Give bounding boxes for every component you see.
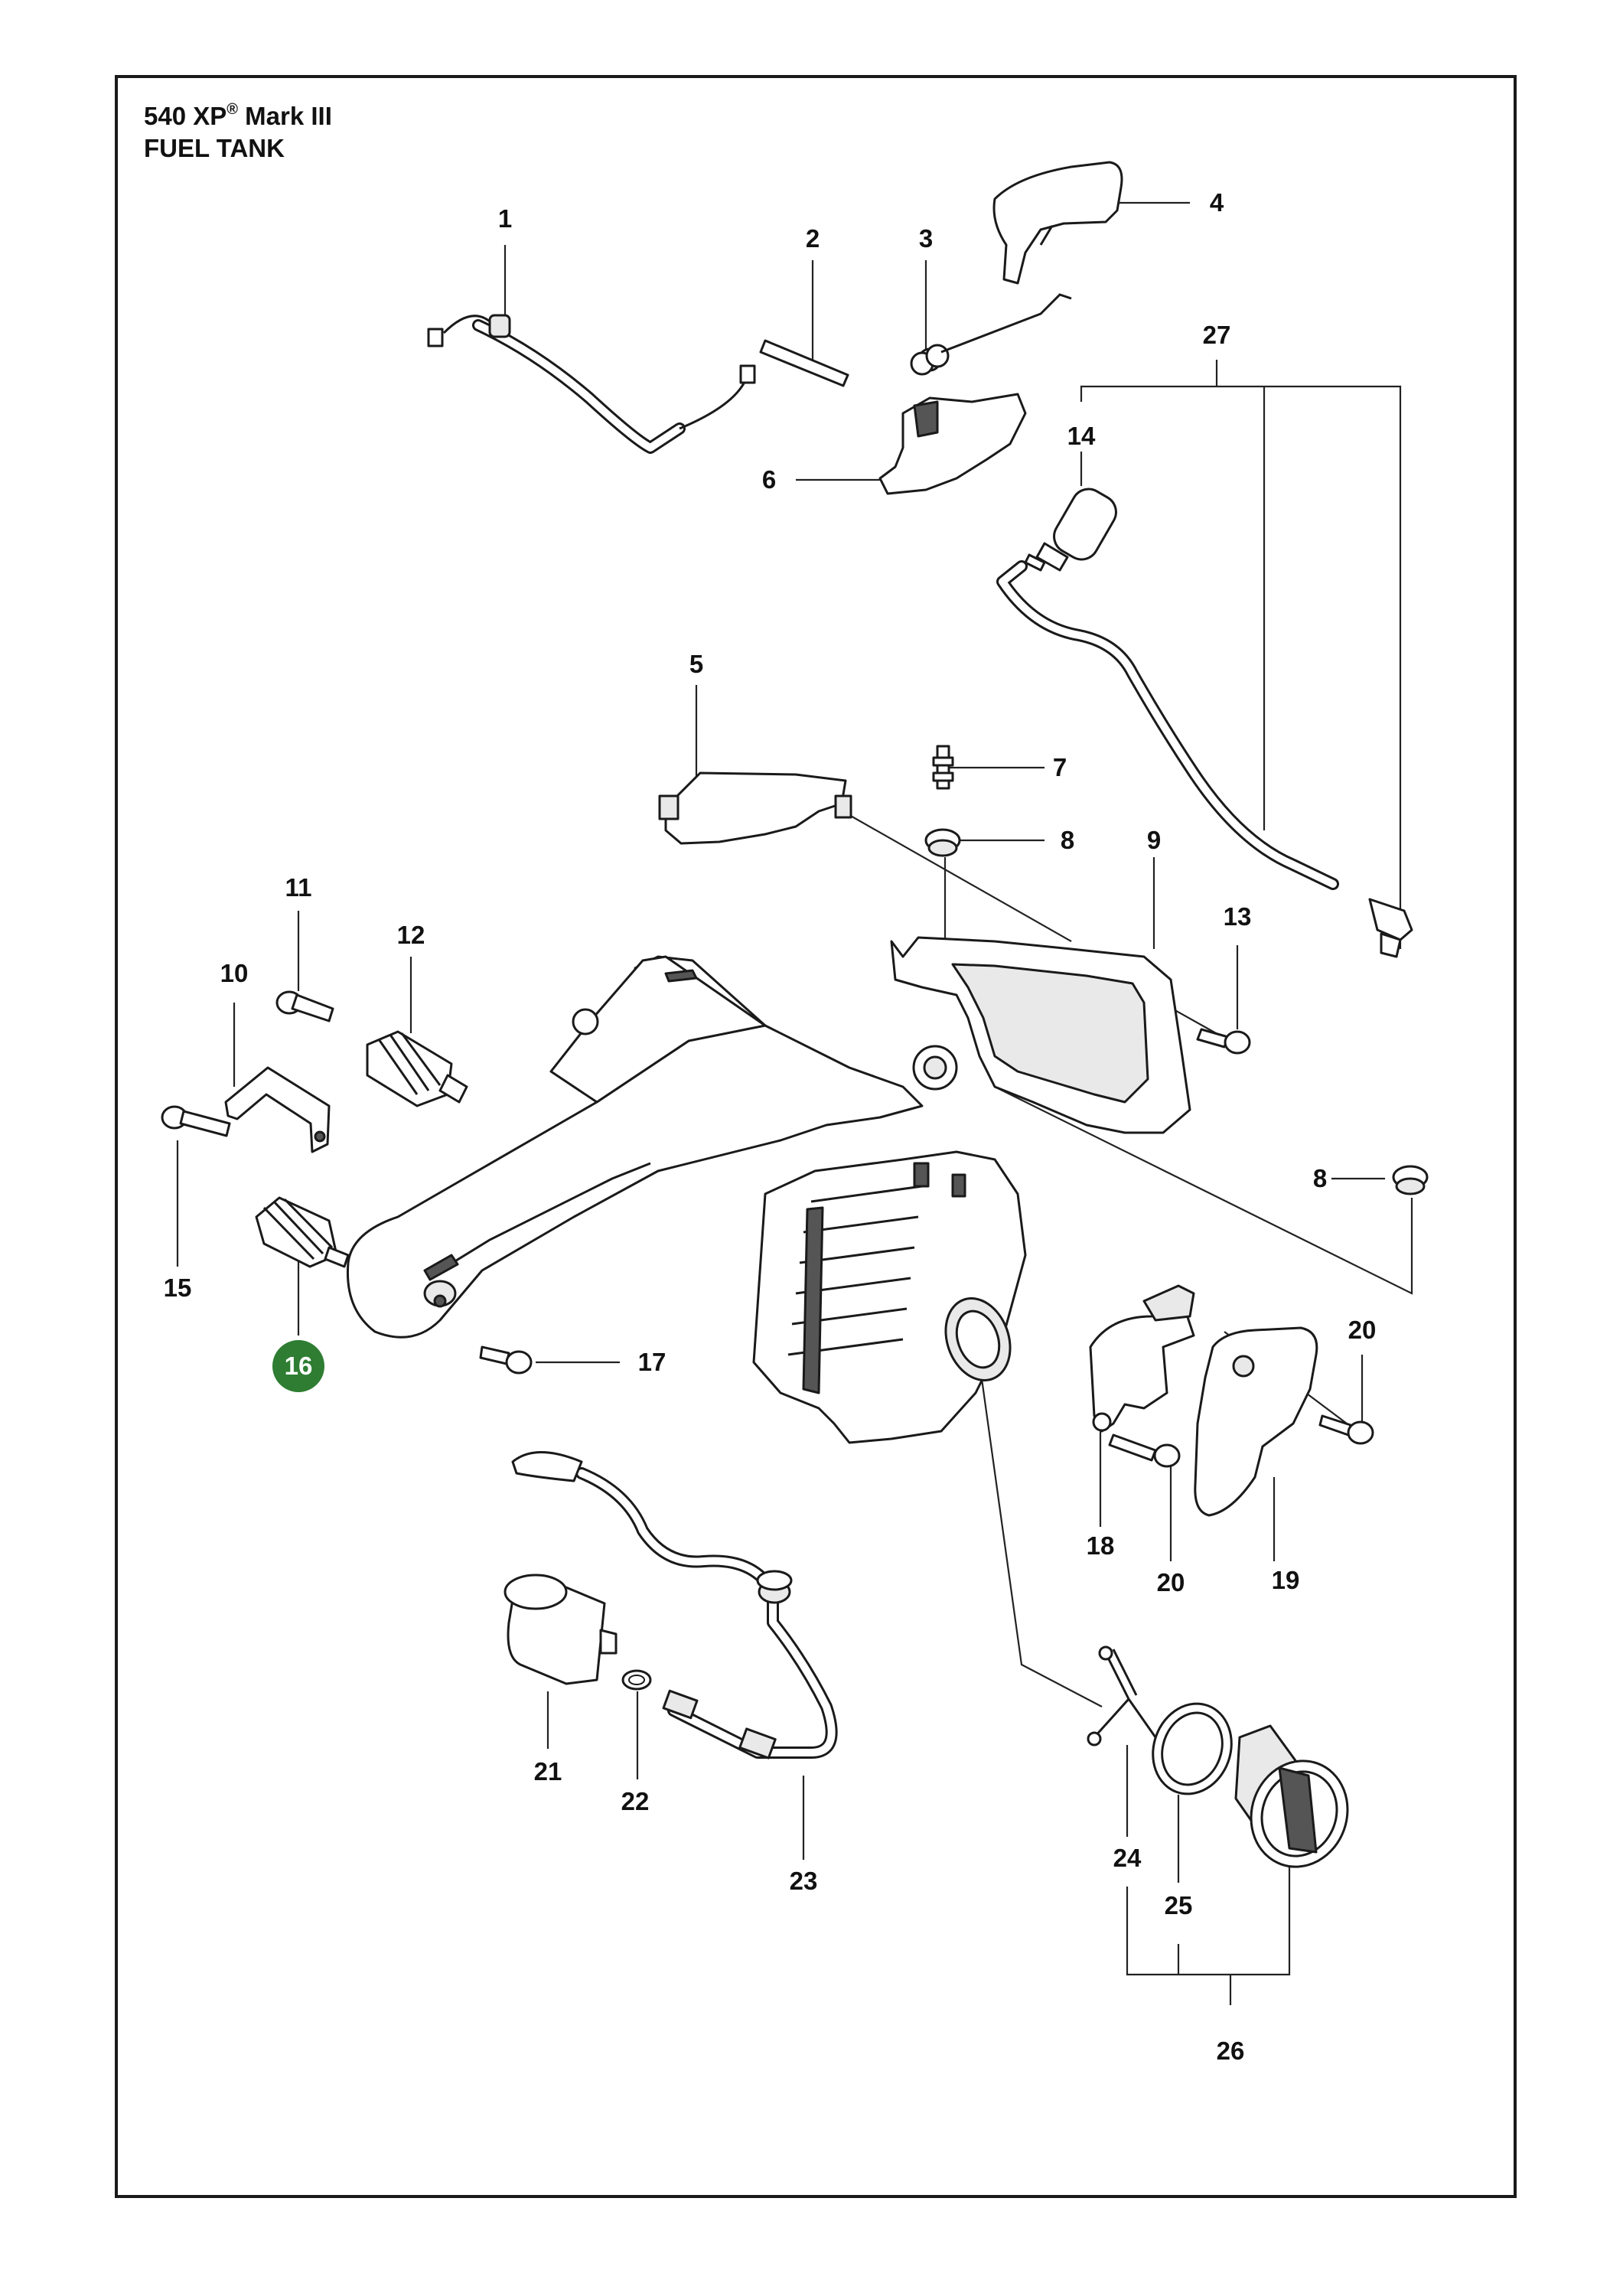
part-4-throttle-lockout bbox=[992, 161, 1123, 285]
section-title: FUEL TANK bbox=[144, 134, 285, 162]
part-17-screw bbox=[479, 1345, 533, 1375]
part-23-fuel-hose bbox=[511, 1451, 838, 1760]
callout-part-13[interactable]: 13 bbox=[1223, 902, 1252, 931]
callout-part-18[interactable]: 18 bbox=[1086, 1531, 1115, 1560]
part-26-fuel-cap bbox=[1234, 1724, 1349, 1868]
diagram-title: 540 XP® Mark III FUEL TANK bbox=[144, 93, 332, 165]
callout-part-22[interactable]: 22 bbox=[621, 1787, 650, 1815]
callout-part-8-lower[interactable]: 8 bbox=[1312, 1164, 1328, 1192]
part-1-wire-harness bbox=[427, 314, 756, 454]
callout-part-11[interactable]: 11 bbox=[285, 873, 312, 902]
part-21-fuel-filter bbox=[504, 1574, 618, 1685]
part-16-av-spring bbox=[255, 1196, 350, 1268]
part-3-spring bbox=[910, 293, 1072, 376]
callout-part-1[interactable]: 1 bbox=[497, 204, 513, 233]
callout-part-3[interactable]: 3 bbox=[918, 224, 934, 253]
callout-part-12[interactable]: 12 bbox=[396, 921, 425, 949]
callout-part-10[interactable]: 10 bbox=[220, 959, 249, 987]
model-name: 540 XP bbox=[144, 102, 227, 130]
callout-part-16-highlighted[interactable]: 16 bbox=[272, 1340, 324, 1392]
callout-part-5[interactable]: 5 bbox=[689, 650, 704, 678]
part-27-fuel-hose bbox=[996, 560, 1413, 958]
diagram-frame bbox=[115, 75, 1517, 2198]
callout-part-20-upper[interactable]: 20 bbox=[1348, 1316, 1377, 1344]
callout-part-26[interactable]: 26 bbox=[1216, 2037, 1245, 2065]
part-9-fuel-tank-main bbox=[346, 936, 1191, 1444]
registered-mark: ® bbox=[227, 101, 238, 118]
part-7-nipple bbox=[932, 745, 954, 790]
callout-part-7[interactable]: 7 bbox=[1052, 753, 1067, 781]
part-22-clip bbox=[621, 1669, 652, 1691]
callout-part-27[interactable]: 27 bbox=[1202, 321, 1231, 349]
part-12-av-element bbox=[366, 1030, 468, 1107]
part-11-screw bbox=[275, 990, 334, 1022]
callout-part-24[interactable]: 24 bbox=[1113, 1844, 1142, 1872]
part-6-throttle-trigger bbox=[878, 393, 1027, 495]
callout-part-19[interactable]: 19 bbox=[1271, 1566, 1300, 1594]
callout-part-23[interactable]: 23 bbox=[789, 1867, 818, 1895]
part-14-vent-valve bbox=[1024, 488, 1117, 572]
callout-part-2[interactable]: 2 bbox=[805, 224, 820, 253]
model-suffix: Mark III bbox=[245, 102, 332, 130]
part-15-screw bbox=[161, 1105, 231, 1137]
part-18-switch bbox=[1089, 1284, 1195, 1433]
part-25-o-ring bbox=[1152, 1702, 1233, 1795]
callout-part-14[interactable]: 14 bbox=[1067, 422, 1096, 450]
part-20-screw-upper bbox=[1318, 1414, 1374, 1445]
part-8-grommet-lower bbox=[1392, 1165, 1429, 1195]
callout-part-9[interactable]: 9 bbox=[1146, 826, 1162, 854]
callout-part-8-upper[interactable]: 8 bbox=[1060, 826, 1075, 854]
callout-part-21[interactable]: 21 bbox=[533, 1757, 562, 1786]
callout-part-15[interactable]: 15 bbox=[163, 1274, 192, 1302]
part-20-screw-lower bbox=[1108, 1433, 1181, 1468]
callout-part-17[interactable]: 17 bbox=[637, 1348, 666, 1376]
model-line: 540 XP® Mark III bbox=[144, 93, 332, 132]
part-5-plate bbox=[658, 771, 852, 845]
part-10-bracket bbox=[224, 1066, 331, 1153]
callout-part-6[interactable]: 6 bbox=[761, 465, 777, 494]
part-13-screw bbox=[1196, 1028, 1251, 1055]
callout-part-4[interactable]: 4 bbox=[1209, 188, 1224, 217]
part-2-pin bbox=[759, 339, 849, 387]
part-8-grommet-upper bbox=[924, 828, 961, 857]
callout-part-25[interactable]: 25 bbox=[1164, 1891, 1193, 1919]
callout-part-20-lower[interactable]: 20 bbox=[1156, 1568, 1185, 1596]
part-19-cover bbox=[1194, 1326, 1318, 1517]
